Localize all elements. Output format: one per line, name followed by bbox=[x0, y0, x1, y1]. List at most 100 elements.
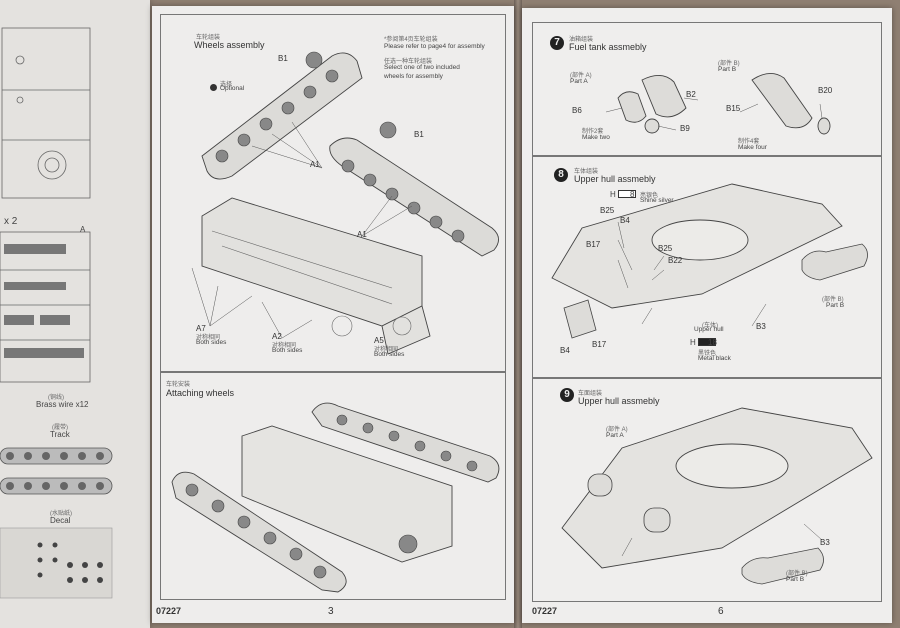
a7-both: Both sides bbox=[196, 339, 227, 346]
upper-hull-label: Upper hull bbox=[694, 326, 724, 333]
fuel-tank-drawing bbox=[605, 73, 831, 135]
step7-part-b-cn: (部件 B) bbox=[718, 61, 740, 67]
part-b2: B2 bbox=[686, 90, 696, 99]
part-b1-mid: B1 bbox=[414, 130, 424, 139]
page-6: 7 油箱组装 Fuel tank assmebly (部件 A) Part A … bbox=[522, 8, 892, 623]
attaching-title-cn: 车轮安装 bbox=[166, 382, 191, 388]
part-b22: B22 bbox=[668, 256, 683, 265]
part-b9: B9 bbox=[680, 124, 690, 133]
part-b15: B15 bbox=[726, 104, 741, 113]
attaching-title: Attaching wheels bbox=[166, 388, 235, 398]
step9-title: Upper hull assmebly bbox=[578, 396, 660, 406]
part-b4-top: B4 bbox=[620, 216, 630, 225]
wheels-title-cn: 车轮组装 bbox=[196, 35, 221, 41]
optional-cn: 选择 bbox=[220, 82, 233, 88]
decal-cn: (水贴纸) bbox=[50, 511, 72, 517]
part-b3-step9: B3 bbox=[820, 538, 830, 547]
part-a1-right: A1 bbox=[357, 230, 367, 239]
sprue-letter: A bbox=[80, 225, 86, 234]
step7-frame bbox=[532, 22, 882, 156]
track-cn: (履带) bbox=[52, 425, 68, 431]
shine-silver: Shine silver bbox=[640, 197, 674, 204]
book-gutter bbox=[514, 0, 522, 628]
part-b17-top: B17 bbox=[586, 240, 601, 249]
upper-hull-cn: (车体) bbox=[702, 323, 718, 329]
wheels-assembly-drawing bbox=[171, 51, 500, 593]
shine-cn: 亮银色 bbox=[640, 193, 659, 199]
note1-cn: *参阅第4页车轮组装 bbox=[384, 37, 438, 43]
step9-number: 9 bbox=[560, 388, 574, 402]
make-four: Make four bbox=[738, 144, 767, 151]
step7-part-a-cn: (部件 A) bbox=[570, 73, 592, 79]
part-b25-right: B25 bbox=[658, 244, 673, 253]
part-b6: B6 bbox=[572, 106, 582, 115]
part-b3-step8: B3 bbox=[756, 322, 766, 331]
step8-part-b: Part B bbox=[826, 302, 845, 309]
note2b: wheels for assembly bbox=[384, 73, 443, 80]
step7-title: Fuel tank assmebly bbox=[569, 42, 647, 52]
part-a5: A5 bbox=[374, 336, 384, 345]
brass-label: Brass wire x12 bbox=[36, 400, 89, 409]
wheels-assembly-frame bbox=[160, 14, 506, 372]
upper-hull-drawing-step9 bbox=[561, 407, 873, 585]
note1: Please refer to page4 for assembly bbox=[384, 43, 485, 50]
color-h-top: H bbox=[610, 190, 616, 199]
upper-hull-drawing-step8 bbox=[551, 183, 868, 339]
step9-part-a: Part A bbox=[606, 432, 624, 439]
page3-number: 3 bbox=[328, 606, 334, 617]
color-code-top: 8 bbox=[630, 190, 635, 199]
part-b4-bottom: B4 bbox=[560, 346, 570, 355]
track-label: Track bbox=[50, 430, 70, 439]
note2a: Select one of two included bbox=[384, 64, 460, 71]
color-swatch-silver bbox=[618, 190, 636, 198]
a5-both-cn: 对称相同 bbox=[374, 347, 399, 353]
make-four-cn: 制作4套 bbox=[738, 139, 760, 145]
a7-both-cn: 对称相同 bbox=[196, 335, 221, 341]
color-h-bottom: H bbox=[690, 338, 696, 347]
page6-code: 07227 bbox=[532, 606, 558, 616]
page3-code: 07227 bbox=[156, 606, 182, 616]
part-a2: A2 bbox=[272, 332, 282, 341]
part-b25-left: B25 bbox=[600, 206, 615, 215]
step9-part-b-cn: (部件 B) bbox=[786, 571, 808, 577]
part-a7: A7 bbox=[196, 324, 206, 333]
decal-label: Decal bbox=[50, 516, 71, 525]
sprue-multiplier: x 2 bbox=[4, 216, 18, 227]
color-swatch-metal-black bbox=[698, 338, 716, 346]
brass-cn: (铜线) bbox=[48, 395, 64, 401]
step8-part-b-cn: (部件 B) bbox=[822, 297, 844, 303]
step7-part-a: Part A bbox=[570, 78, 588, 85]
part-b1-top: B1 bbox=[278, 54, 288, 63]
part-a1-left: A1 bbox=[310, 160, 320, 169]
metal-cn: 黑铁色 bbox=[698, 351, 717, 357]
optional-marker bbox=[210, 84, 217, 91]
optional-label: Optional bbox=[220, 85, 245, 92]
part-b17-bottom: B17 bbox=[592, 340, 607, 349]
metal-black: Metal black bbox=[698, 355, 731, 362]
step9-title-cn: 车面组装 bbox=[578, 391, 603, 397]
wheels-title: Wheels assembly bbox=[194, 40, 265, 50]
a2-both-cn: 对称相同 bbox=[272, 343, 297, 349]
note2-cn: 任选一种车轮组装 bbox=[384, 59, 433, 65]
part-b20: B20 bbox=[818, 86, 833, 95]
attaching-wheels-frame bbox=[160, 372, 506, 600]
step8-number: 8 bbox=[554, 168, 568, 182]
step9-part-a-cn: (部件 A) bbox=[606, 427, 628, 433]
step8-frame bbox=[532, 156, 882, 378]
step7-number: 7 bbox=[550, 36, 564, 50]
step8-title: Upper hull assmebly bbox=[574, 174, 656, 184]
step7-title-cn: 油箱组装 bbox=[569, 37, 594, 43]
step8-title-cn: 车体组装 bbox=[574, 169, 599, 175]
a5-both: Both sides bbox=[374, 351, 405, 358]
page-3: 车轮组装 Wheels assembly 选择 Optional *参阅第4页车… bbox=[152, 6, 514, 623]
step7-part-b: Part B bbox=[718, 66, 737, 73]
a2-both: Both sides bbox=[272, 347, 303, 354]
left-page-strip: x 2 A (铜线) Brass wire x12 (履带) Track (水贴… bbox=[0, 0, 150, 628]
step9-part-b: Part B bbox=[786, 576, 805, 583]
step9-frame bbox=[532, 378, 882, 602]
page6-number: 6 bbox=[718, 606, 724, 617]
make-two: Make two bbox=[582, 134, 610, 141]
color-code-bottom: 18 bbox=[708, 338, 717, 347]
sprue-drawing bbox=[0, 27, 113, 599]
